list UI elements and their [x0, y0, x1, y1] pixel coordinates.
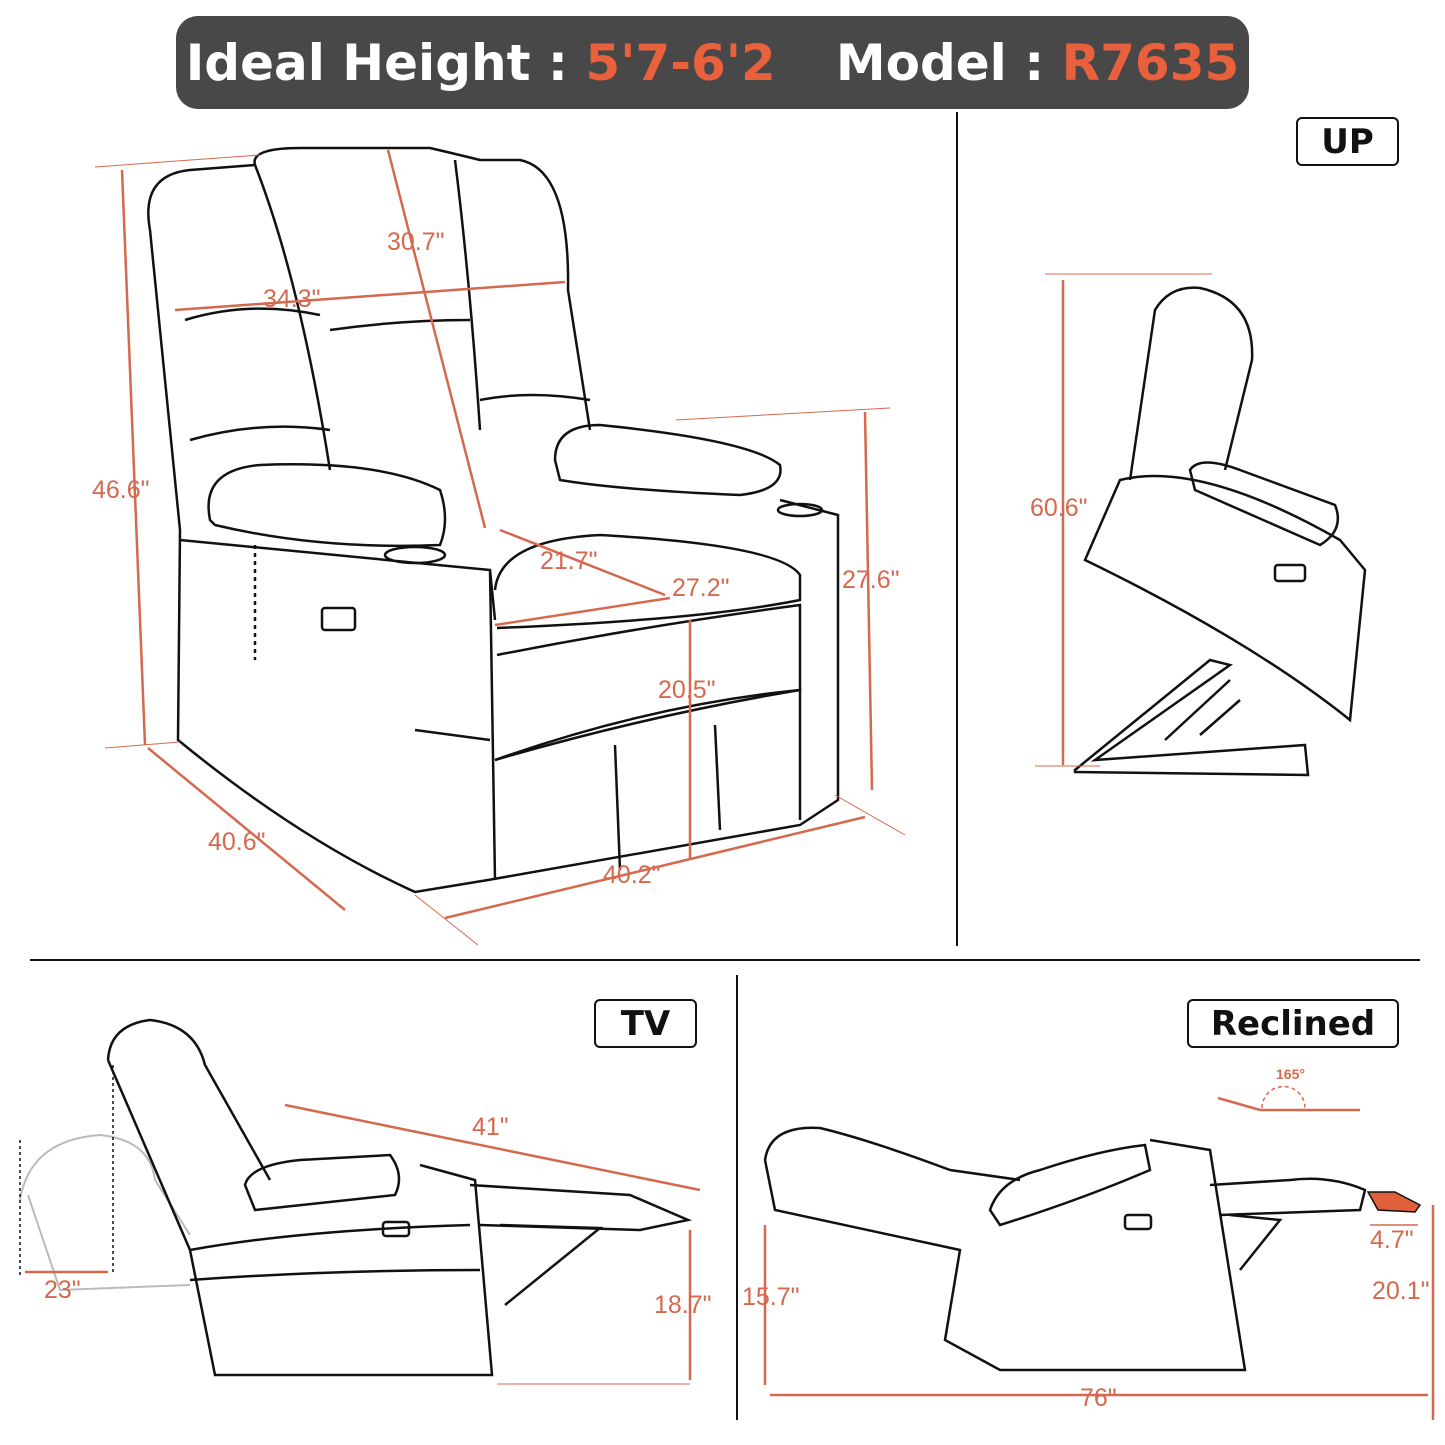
model-label: Model : [835, 33, 1045, 92]
model-value: R7635 [1061, 33, 1240, 92]
tv-guide-lines [19, 1065, 114, 1275]
dim-reclined-length: 76" [1080, 1384, 1117, 1412]
dim-reclined-footrest-height: 20.1" [1372, 1277, 1430, 1305]
dim-reclined-head-height: 15.7" [742, 1283, 800, 1311]
dim-depth: 40.6" [208, 828, 266, 856]
tv-dimension-lines [25, 1103, 701, 1385]
dim-seat-height: 20.5" [658, 676, 716, 704]
dim-width: 40.2" [603, 861, 661, 889]
model: Model : R7635 [836, 34, 1239, 92]
dim-footrest-height: 18.7" [654, 1291, 712, 1319]
view-label-up: UP [1296, 117, 1399, 166]
ideal-height-label: Ideal Height : [185, 33, 568, 92]
dim-overall-height: 46.6" [92, 476, 150, 504]
dim-tv-length: 41" [472, 1113, 509, 1141]
recline-angle: 165° [1276, 1066, 1305, 1082]
up-view-chair [1073, 286, 1367, 777]
view-label-reclined: Reclined [1187, 999, 1399, 1048]
front-view-chair [147, 146, 840, 894]
footrest-extension-highlight [1366, 1191, 1422, 1213]
reclined-dimension-lines [763, 1085, 1435, 1420]
dim-back-height: 30.7" [387, 228, 445, 256]
dim-wall-clearance: 23" [44, 1276, 81, 1304]
ideal-height-value: 5'7-6'2 [585, 33, 776, 92]
ideal-height: Ideal Height : 5'7-6'2 [186, 34, 776, 92]
tv-view-chair [106, 1018, 693, 1377]
up-dimension-lines [1035, 273, 1212, 767]
dim-seat-depth: 21.7" [540, 547, 598, 575]
dim-arm-height: 27.6" [842, 566, 900, 594]
dim-footrest-extension: 4.7" [1370, 1226, 1414, 1254]
dim-back-width: 34.3" [263, 285, 321, 313]
front-dimension-lines [94, 149, 906, 946]
dim-up-height: 60.6" [1030, 494, 1088, 522]
header-banner: Ideal Height : 5'7-6'2 Model : R7635 [176, 16, 1249, 109]
reclined-view-chair [763, 1126, 1367, 1372]
dim-seat-width: 27.2" [672, 574, 730, 602]
tv-view-chair-ghost [19, 1133, 191, 1292]
view-label-tv: TV [594, 999, 697, 1048]
